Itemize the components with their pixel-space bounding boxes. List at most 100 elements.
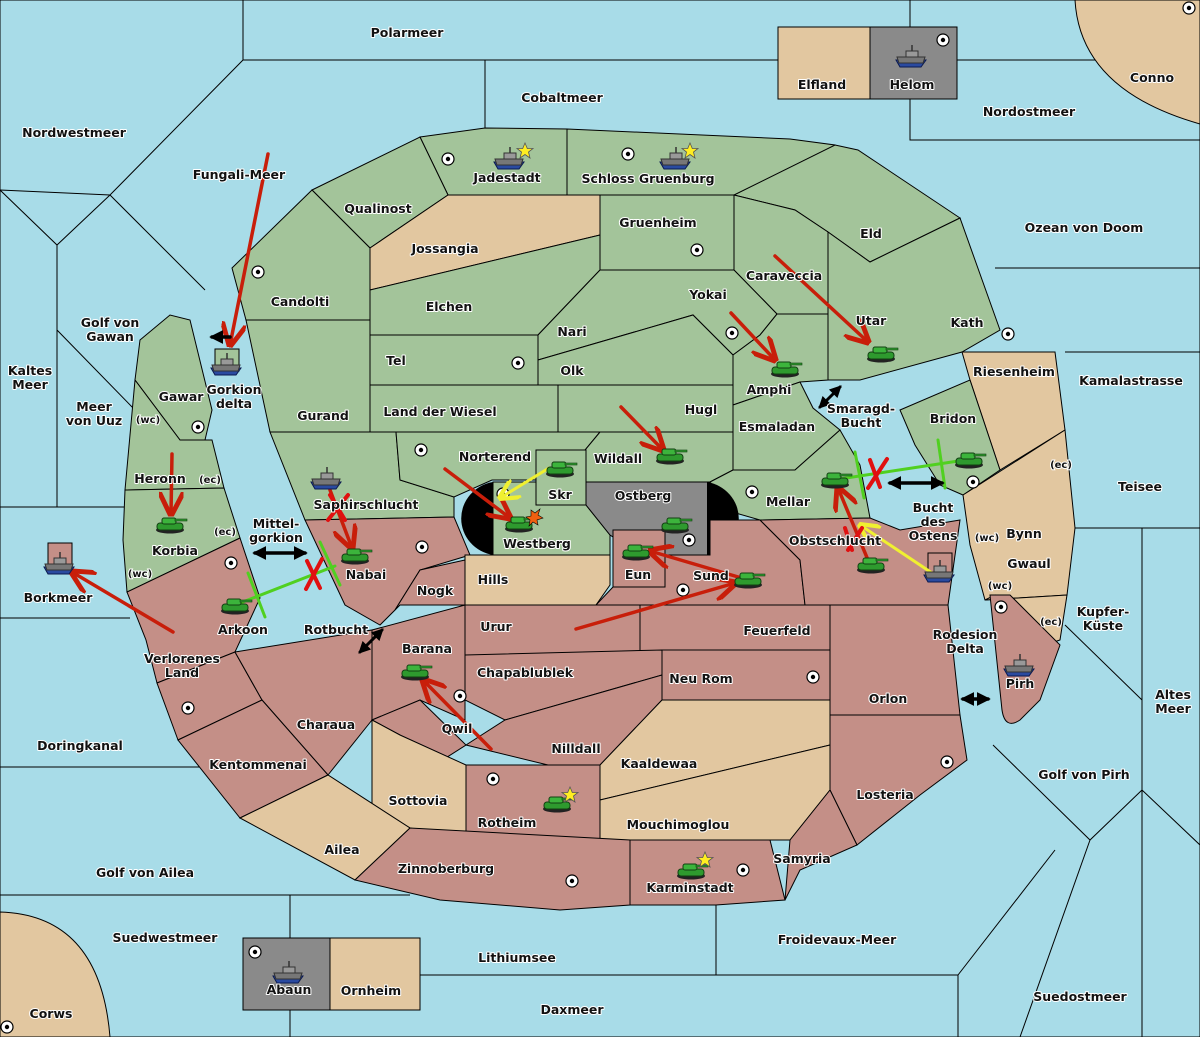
- coast-label-wc: (wc): [988, 581, 1012, 592]
- territory-label: Barana: [402, 641, 452, 656]
- supply-center-icon: [725, 326, 739, 340]
- move-order-arrow: [443, 467, 510, 518]
- territory-label: Charaua: [297, 717, 355, 732]
- territory-label: Olk: [560, 363, 584, 378]
- territory-label: Qwil: [442, 721, 473, 736]
- retreat-arrow: [818, 385, 842, 409]
- territory-label: Eld: [860, 226, 882, 241]
- territory-label: Helom: [890, 77, 935, 92]
- territory-heronn[interactable]: [124, 378, 225, 491]
- territory-label: Nilldall: [551, 741, 600, 756]
- supply-center-icon: [0, 1020, 14, 1034]
- coast-label-wc: (wc): [136, 415, 160, 426]
- territory-label: Saphirschlucht: [314, 497, 419, 512]
- supply-center-icon: [415, 540, 429, 554]
- territory-riesenheim[interactable]: [961, 351, 1066, 471]
- territory-label: Hugl: [685, 402, 718, 417]
- move-order-arrow: [729, 311, 775, 360]
- territory-label: Zinnoberburg: [398, 861, 494, 876]
- territory-label: Bynn: [1006, 526, 1041, 541]
- territories-red: [47, 429, 1076, 911]
- sea-label: Cobaltmeer: [521, 90, 603, 105]
- supply-center-icon: [565, 874, 579, 888]
- sea-label: Lithiumsee: [478, 950, 556, 965]
- territory-obstschlucht[interactable]: [758, 517, 961, 606]
- territory-label: Pirh: [1006, 676, 1035, 691]
- territory-label: Losteria: [856, 787, 913, 802]
- supply-center-icon: [191, 420, 205, 434]
- supply-center-icon: [936, 33, 950, 47]
- territory-label: Mouchimoglou: [627, 817, 730, 832]
- territory-label: Ailea: [324, 842, 359, 857]
- territory-hills[interactable]: [464, 554, 611, 606]
- territory-ornheim[interactable]: [329, 937, 421, 1011]
- territory-elfland[interactable]: [777, 26, 871, 100]
- territory-pirh[interactable]: [989, 594, 1061, 724]
- territory-label: Wildall: [594, 451, 642, 466]
- supply-center-icon: [621, 147, 635, 161]
- territory-label: Corws: [30, 1006, 73, 1021]
- sea-label: Mittel-gorkion: [249, 516, 303, 545]
- territory-candolti[interactable]: [231, 189, 371, 321]
- territory-label: Ostberg: [615, 488, 672, 503]
- supply-center-icon: [1182, 1, 1196, 15]
- supply-center-icon: [966, 475, 980, 489]
- supply-center-icon: [940, 755, 954, 769]
- sea-label: Golf von Ailea: [96, 865, 194, 880]
- move-order-arrow: [171, 452, 172, 514]
- territory-label: Obstschlucht: [789, 533, 881, 548]
- territory-label: Sund: [693, 568, 729, 583]
- supply-center-icon: [745, 485, 759, 499]
- territory-label: Gurand: [297, 408, 349, 423]
- supply-center-icon: [736, 863, 750, 877]
- territory-label: Bridon: [930, 411, 976, 426]
- supply-center-icon: [248, 945, 262, 959]
- territory-label: Qualinost: [344, 201, 411, 216]
- convoy-cut-mark: [318, 540, 342, 587]
- coast-label-ec: (ec): [1040, 617, 1062, 628]
- move-order-arrow: [72, 572, 175, 634]
- retreat-arrow: [358, 628, 384, 654]
- supply-center-icon: [414, 443, 428, 457]
- territory-label: Orlon: [869, 691, 908, 706]
- orders: [72, 152, 991, 751]
- sea-label: Polarmeer: [371, 25, 445, 40]
- territory-label: Skr: [548, 487, 572, 502]
- territory-labels: Elfland Helom Conno Jadestadt Schloss Gr…: [29, 69, 1176, 1022]
- move-order-arrow: [574, 583, 735, 631]
- territory-label: Elfland: [798, 77, 846, 92]
- territory-skr[interactable]: [535, 449, 587, 506]
- sea-label: Golf von Pirh: [1038, 767, 1129, 782]
- territory-gruenheim[interactable]: [599, 194, 735, 271]
- supply-center-icon: [251, 265, 265, 279]
- sea-label: Suedostmeer: [1033, 989, 1127, 1004]
- territory-label: Kentommenai: [209, 757, 307, 772]
- sea-label: Daxmeer: [540, 1002, 604, 1017]
- supply-center-icon: [224, 556, 238, 570]
- territory-label: Utar: [856, 313, 888, 328]
- territory-label: Nogk: [417, 583, 454, 598]
- territory-samyria[interactable]: [784, 789, 858, 901]
- supply-center-icon: [690, 243, 704, 257]
- sea-label: Froidevaux-Meer: [778, 932, 897, 947]
- coast-label-ec: (ec): [214, 527, 236, 538]
- territory-corws[interactable]: [0, 911, 111, 1037]
- territory-karminstadt[interactable]: [629, 839, 786, 906]
- territory-label: Elchen: [426, 299, 473, 314]
- coast-label-ec: (ec): [1050, 460, 1072, 471]
- sea-label: Teisee: [1118, 479, 1162, 494]
- territory-conno[interactable]: [1074, 0, 1200, 125]
- supply-center-icon: [1001, 327, 1015, 341]
- move-order-arrow: [650, 551, 747, 581]
- territory-label: Eun: [625, 567, 651, 582]
- convoy-cut-mark: [246, 571, 267, 619]
- territories-green: [122, 127, 1066, 593]
- territory-charaua[interactable]: [234, 629, 373, 776]
- supply-center-icon: [682, 533, 696, 547]
